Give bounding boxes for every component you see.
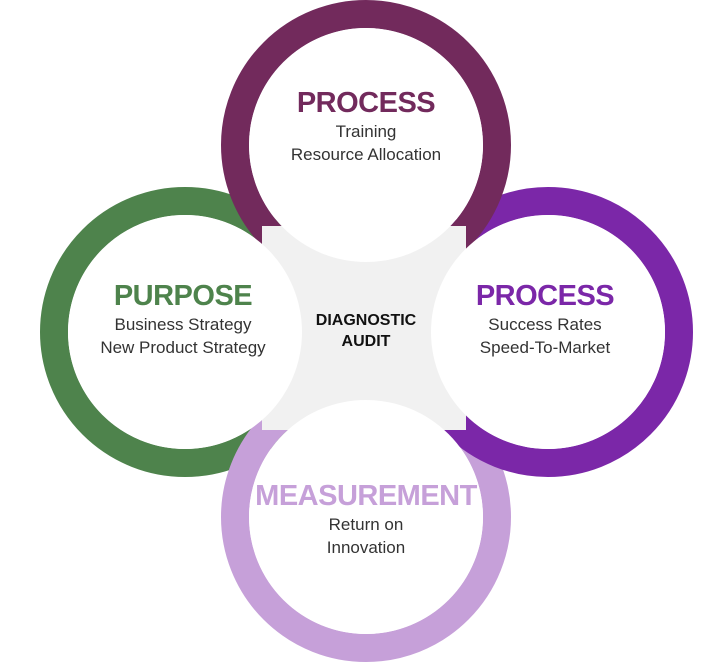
circle-title: PROCESS — [296, 87, 436, 119]
circle-right-label: PROCESS Success Rates Speed-To-Market — [425, 279, 665, 359]
circle-line: Speed-To-Market — [479, 338, 611, 357]
center-line-2: AUDIT — [341, 333, 391, 350]
disk-left — [68, 215, 302, 449]
center-label: DIAGNOSTIC AUDIT — [286, 310, 446, 352]
circle-title: MEASUREMENT — [255, 480, 477, 512]
circle-line: Resource Allocation — [290, 145, 442, 164]
circle-line: New Product Strategy — [100, 338, 266, 357]
circle-line: Success Rates — [488, 315, 602, 334]
circle-left-label: PURPOSE Business Strategy New Product St… — [63, 279, 303, 359]
circle-bottom-label: MEASUREMENT Return on Innovation — [246, 479, 486, 559]
circle-line: Training — [335, 122, 397, 141]
circle-line: Innovation — [326, 538, 406, 557]
center-line-1: DIAGNOSTIC — [315, 312, 417, 329]
circle-title: PROCESS — [475, 280, 615, 312]
circle-top-label: PROCESS Training Resource Allocation — [246, 86, 486, 166]
circle-line: Return on — [328, 515, 404, 534]
disk-top — [249, 28, 483, 262]
circle-title: PURPOSE — [113, 280, 253, 312]
disk-bottom — [249, 400, 483, 634]
disk-right — [431, 215, 665, 449]
circle-line: Business Strategy — [114, 315, 252, 334]
